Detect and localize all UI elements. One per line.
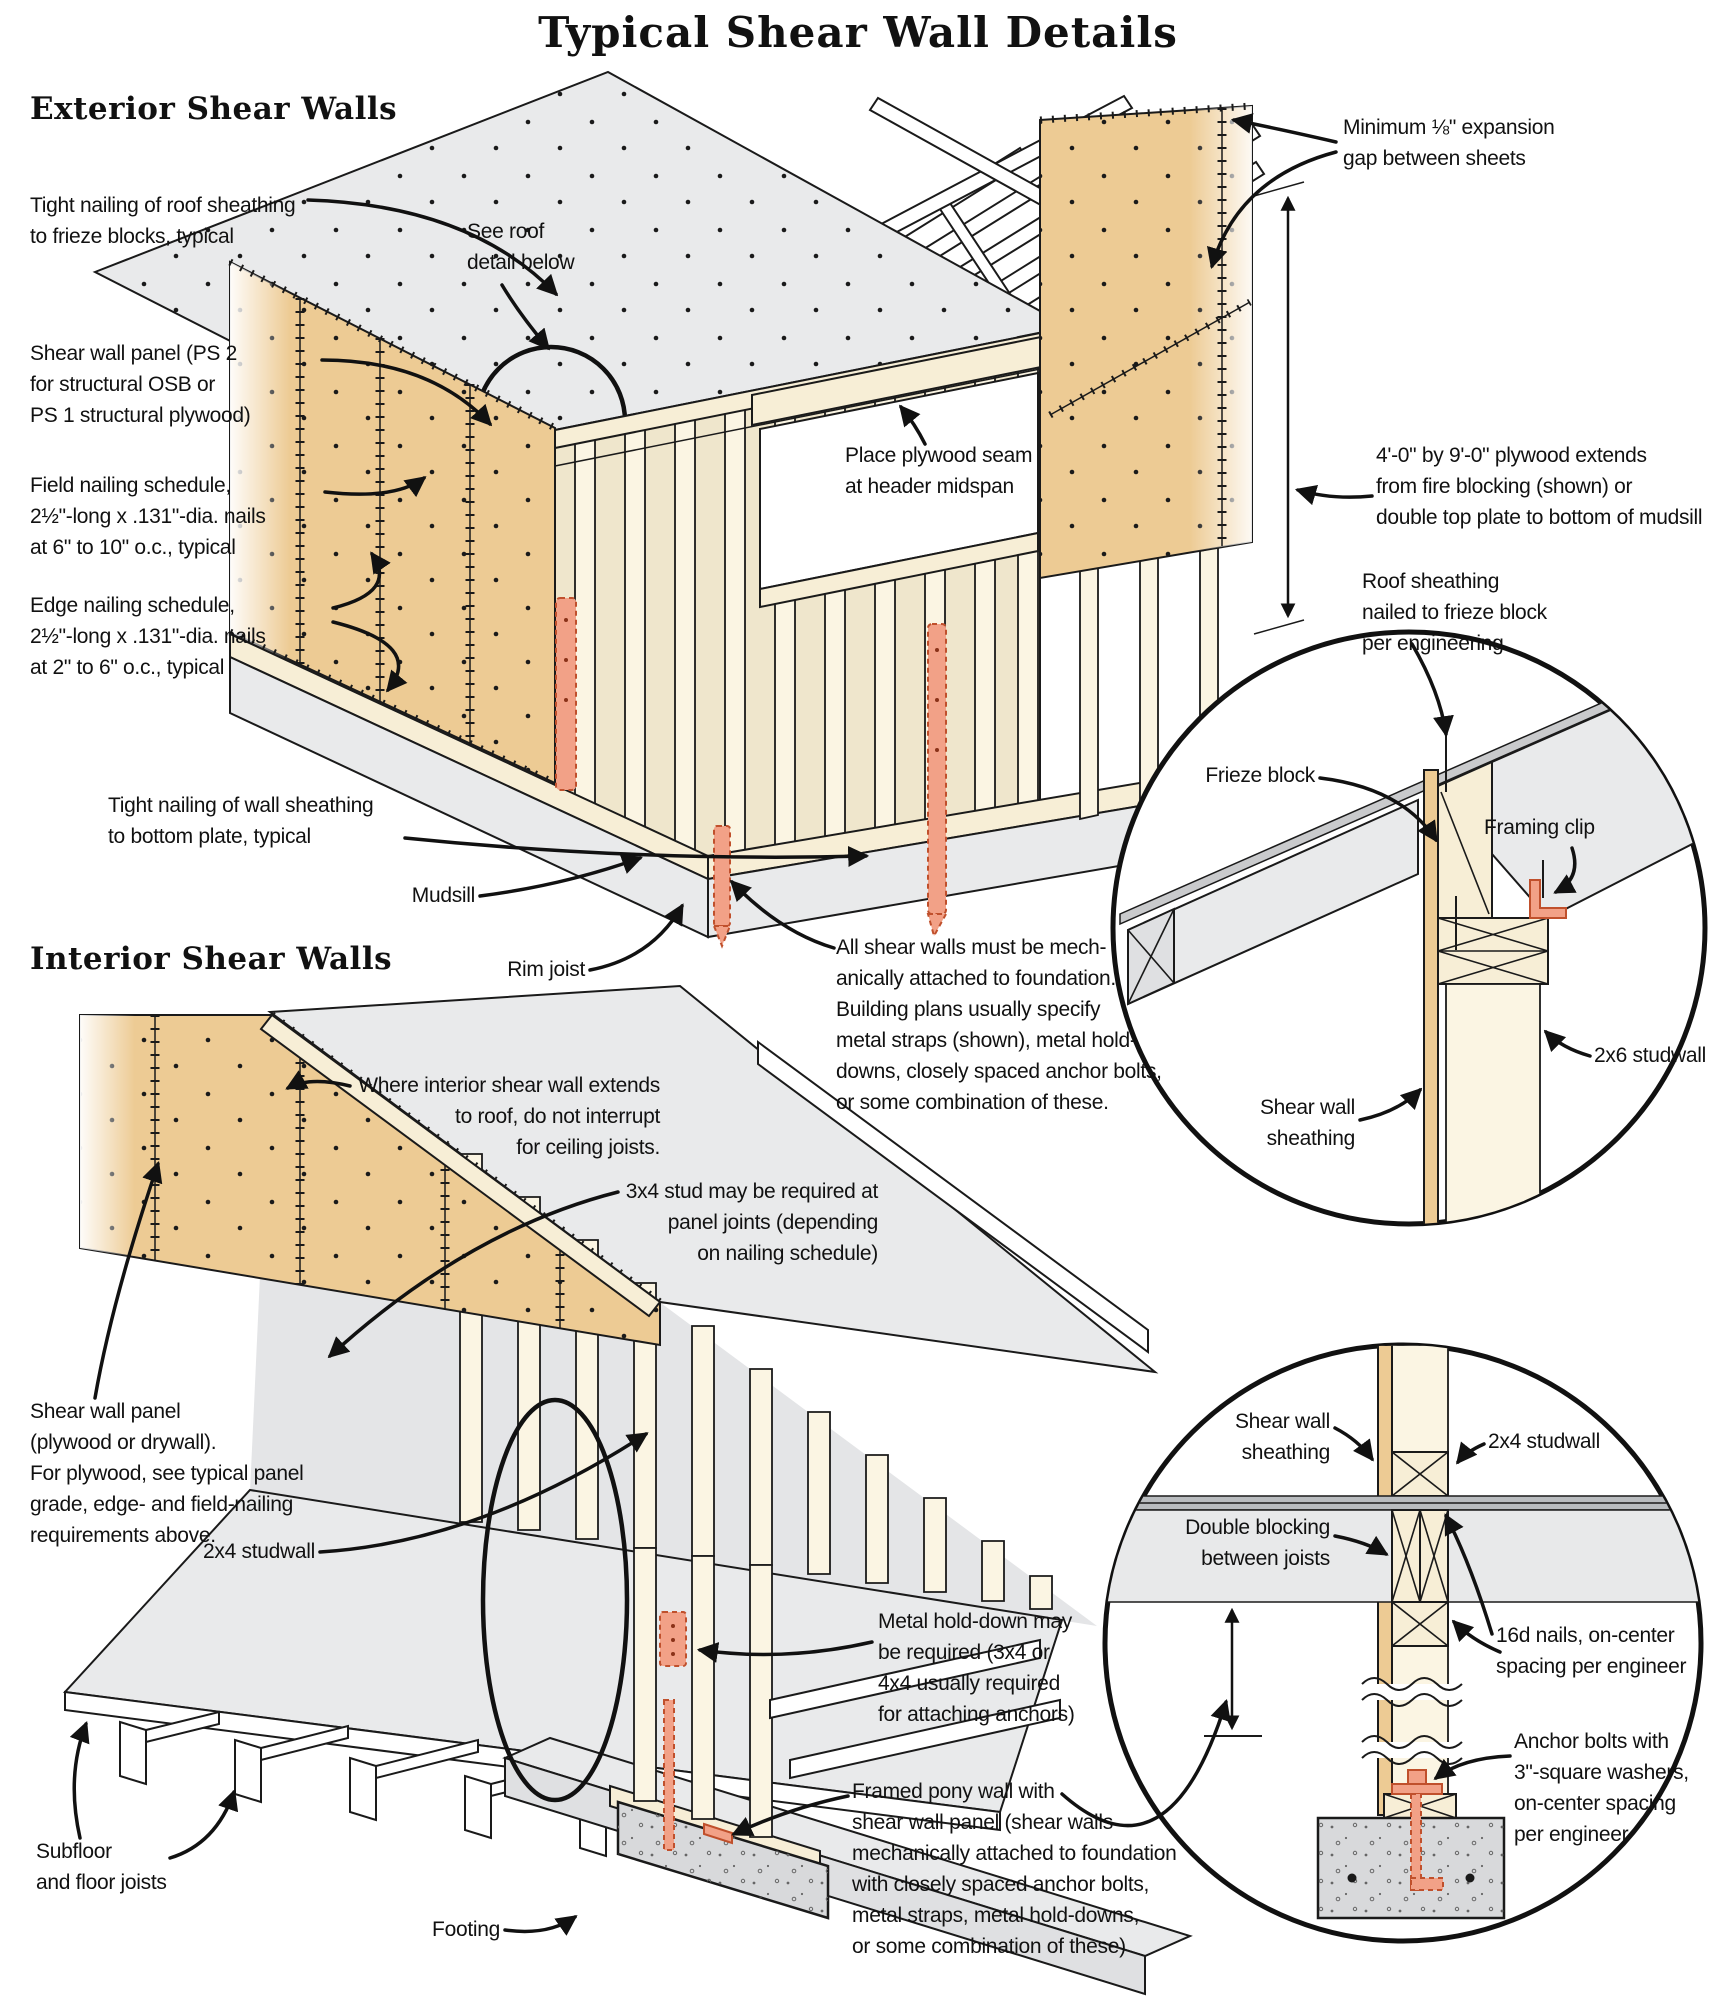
label-2x6-studwall: 2x6 studwall bbox=[1594, 1044, 1706, 1067]
left-shear-panel bbox=[228, 258, 557, 787]
label-shear-sheathing-roof-detail: Shear wall sheathing bbox=[1259, 1096, 1355, 1150]
label-3x4-stud: 3x4 stud may be required at panel joints… bbox=[625, 1180, 879, 1265]
label-footing: Footing bbox=[432, 1918, 500, 1941]
label-tight-nailing-wall: Tight nailing of wall sheathing to botto… bbox=[108, 794, 374, 848]
label-16d-nails: 16d nails, on-center spacing per enginee… bbox=[1496, 1624, 1687, 1678]
label-framing-clip: Framing clip bbox=[1484, 816, 1595, 839]
label-plywood-extends: 4'-0" by 9'-0" plywood extends from fire… bbox=[1376, 444, 1703, 529]
exterior-heading: Exterior Shear Walls bbox=[30, 91, 398, 127]
window-opening bbox=[751, 334, 1047, 609]
label-tight-nailing-roof: Tight nailing of roof sheathing to friez… bbox=[30, 194, 296, 248]
label-anchor-bolts: Anchor bolts with 3"-square washers, on-… bbox=[1514, 1730, 1689, 1846]
label-where-extends: Where interior shear wall extends to roo… bbox=[358, 1074, 660, 1159]
interior-shear-panel bbox=[79, 1012, 663, 1347]
label-frieze-block: Frieze block bbox=[1205, 764, 1315, 787]
floor-detail-circle bbox=[1102, 1342, 1704, 1944]
label-see-roof-detail: See roof detail below bbox=[467, 220, 575, 274]
label-mudsill: Mudsill bbox=[411, 884, 476, 907]
label-roof-sheathing-detail: Roof sheathing nailed to frieze block pe… bbox=[1362, 570, 1547, 655]
metal-strap bbox=[555, 597, 948, 949]
right-shear-panel bbox=[1039, 102, 1253, 821]
label-expansion-gap: Minimum ⅛" expansion gap between sheets bbox=[1343, 116, 1555, 170]
label-shear-wall-panel: Shear wall panel (PS 2 for structural OS… bbox=[30, 342, 251, 427]
label-double-blocking: Double blocking between joists bbox=[1185, 1516, 1330, 1570]
roof-detail-circle bbox=[1110, 629, 1708, 1227]
foundation-band bbox=[229, 632, 1253, 939]
label-attach-foundation: All shear walls must be mech- anically a… bbox=[836, 936, 1162, 1114]
leader-arrows bbox=[69, 113, 1592, 1936]
label-metal-holddown: Metal hold-down may be required (3x4 or … bbox=[878, 1610, 1075, 1726]
interior-heading: Interior Shear Walls bbox=[30, 941, 393, 977]
metal-holddown-icon bbox=[659, 1611, 687, 1851]
interior-detail-ring bbox=[480, 1397, 630, 1803]
label-2x4-studwall-floor-detail: 2x4 studwall bbox=[1488, 1430, 1600, 1453]
label-framed-pony-wall: Framed pony wall with shear wall panel (… bbox=[852, 1780, 1177, 1958]
page-title: Typical Shear Wall Details bbox=[538, 8, 1178, 57]
exterior-dimension-line bbox=[1253, 181, 1305, 635]
label-interior-shear-panel: Shear wall panel (plywood or drywall). F… bbox=[30, 1400, 304, 1547]
interior-ceiling-plane bbox=[267, 984, 1159, 1374]
label-plywood-seam: Place plywood seam at header midspan bbox=[845, 444, 1033, 498]
label-field-nailing: Field nailing schedule, 2½"-long x .131"… bbox=[30, 474, 266, 559]
label-edge-nailing: Edge nailing schedule, 2½"-long x .131"-… bbox=[30, 594, 266, 679]
label-2x4-studwall-interior: 2x4 studwall bbox=[203, 1540, 315, 1563]
label-shear-sheathing-floor-detail: Shear wall sheathing bbox=[1234, 1410, 1330, 1464]
label-subfloor: Subfloor and floor joists bbox=[36, 1840, 167, 1894]
label-rim-joist: Rim joist bbox=[507, 958, 585, 981]
